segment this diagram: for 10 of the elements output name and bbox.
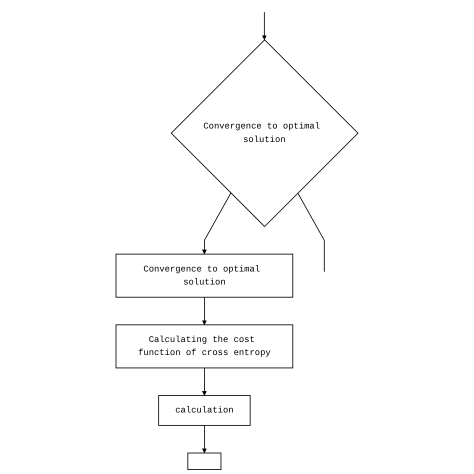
- decision-diamond: Convergence to optimal solution: [170, 39, 359, 228]
- arrow: [202, 296, 207, 326]
- process-box: [187, 452, 222, 470]
- process-box: Convergence to optimal solution: [116, 254, 294, 298]
- arrow: [202, 424, 207, 454]
- process-box: Calculating the cost function of cross entropy: [116, 324, 294, 368]
- arrow: [202, 368, 207, 396]
- process-box: calculation: [158, 395, 251, 426]
- arrow: [262, 12, 267, 40]
- arrow: [202, 192, 232, 254]
